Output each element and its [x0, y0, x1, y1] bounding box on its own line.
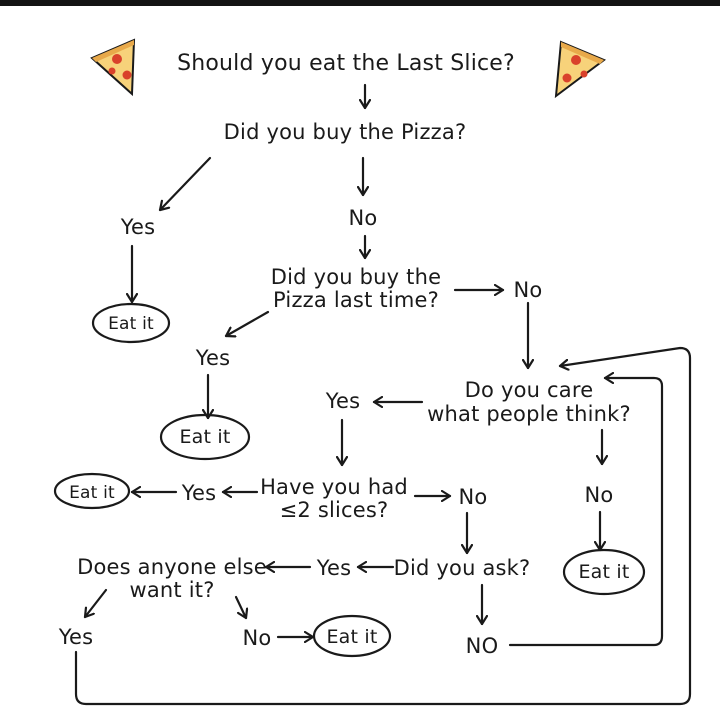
pizza-slice-icon-left	[90, 38, 136, 97]
eat-it-oval-2	[159, 413, 251, 461]
arrow-last-time-yes	[224, 310, 270, 336]
answer-no-ask: NO	[465, 634, 499, 658]
loop-yes-to-care	[74, 346, 692, 706]
eat-it-2: Eat it	[179, 426, 231, 448]
eat-it-5: Eat it	[326, 626, 378, 648]
eat-it-3: Eat it	[578, 561, 630, 583]
eat-it-oval-1	[91, 302, 171, 344]
answer-no-anyone: No	[242, 626, 272, 650]
question-ask: Did you ask?	[393, 556, 531, 580]
answer-yes-ask: Yes	[316, 556, 352, 580]
pizza-slice-icon-right	[554, 40, 606, 99]
eat-it-1: Eat it	[108, 314, 154, 334]
answer-yes-last-time: Yes	[195, 346, 231, 370]
arrow-anyone-no	[234, 595, 246, 620]
answer-yes-care: Yes	[325, 389, 361, 413]
arrow-anyone-yes	[83, 588, 108, 619]
answer-no-last-time: No	[513, 278, 543, 302]
top-border	[0, 0, 720, 6]
eat-it-oval-5	[312, 614, 392, 658]
eat-it-oval-3	[53, 472, 131, 510]
question-slices: Have you had ≤2 slices?	[260, 475, 408, 522]
answer-no-slices: No	[458, 485, 488, 509]
answer-yes-anyone: Yes	[58, 625, 94, 649]
eat-it-4: Eat it	[69, 483, 115, 503]
answer-yes-buy: Yes	[120, 215, 156, 239]
question-buy-pizza: Did you buy the Pizza?	[223, 120, 467, 144]
answer-no-buy: No	[348, 206, 378, 230]
answer-yes-slices: Yes	[181, 481, 217, 505]
arrow-buy-yes	[158, 156, 212, 212]
eat-it-oval-4	[562, 548, 646, 596]
question-care: Do you care what people think?	[427, 378, 631, 426]
question-last-time: Did you buy the Pizza last time?	[270, 265, 442, 312]
answer-no-care: No	[584, 483, 614, 507]
loop-no-to-care	[508, 378, 664, 647]
page-title: Should you eat the Last Slice?	[177, 51, 515, 76]
question-anyone-else: Does anyone else want it?	[77, 555, 267, 602]
